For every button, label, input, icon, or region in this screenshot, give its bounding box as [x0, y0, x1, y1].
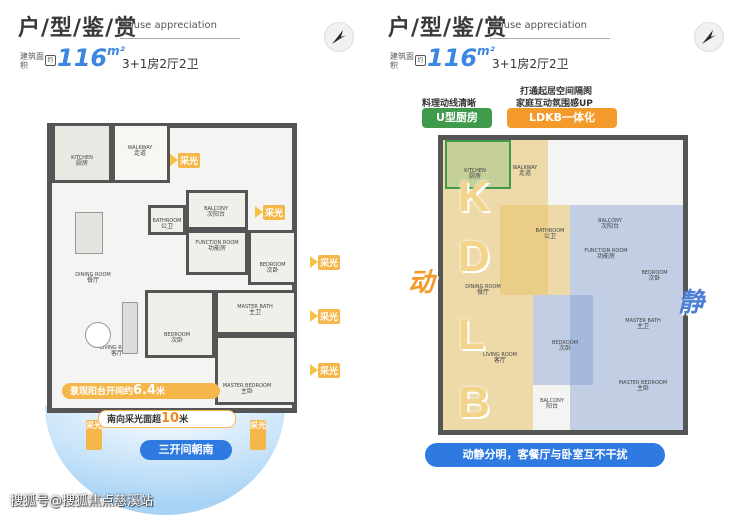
page-title-right: 户/型/鉴/赏 — [388, 16, 508, 41]
sunlight-tag-2: 采光 — [255, 202, 286, 220]
sunlight-tag-4: 采光 — [310, 306, 341, 324]
kitchen-pill: U型厨房 — [422, 108, 492, 128]
right-floorplan-panel: 户/型/鉴/赏 House appreciation 建筑面积 约 116m² … — [370, 0, 740, 519]
approx-icon: 约 — [45, 55, 56, 66]
ldkb-caption-1: 打通起居空间隔阂 — [520, 87, 593, 97]
layout-description-right: 3+1房2厅2卫 — [492, 57, 569, 71]
dynamic-zone-middle — [500, 205, 570, 295]
letter-k: K — [458, 172, 490, 221]
letter-b: B — [458, 378, 490, 427]
left-floorplan-panel: 户/型/鉴/赏 House appreciation 建筑面积 约 116m² … — [18, 16, 354, 515]
area-value-right: 116m² — [427, 44, 495, 72]
kitchen-highlight — [445, 140, 511, 189]
dynamic-zone-bottom — [443, 295, 533, 430]
title-divider — [120, 38, 240, 39]
bedroom3-room — [248, 230, 297, 285]
quiet-zone-label: 静 — [678, 288, 705, 318]
approx-icon-right: 约 — [415, 55, 426, 66]
title-divider-right — [490, 38, 610, 39]
sunlight-tag-6: 采光 — [86, 420, 102, 450]
kitchen-caption: 料理动线清晰 — [422, 99, 477, 109]
sunlight-tag-1: 采光 — [170, 150, 201, 168]
sunlight-tag-7: 采光 — [250, 420, 266, 450]
master-bedroom-room — [215, 335, 297, 405]
sofa-icon — [122, 302, 138, 354]
ldkb-caption-2: 家庭互动氛围感UP — [516, 99, 593, 109]
sunlight-tag-3: 采光 — [310, 252, 341, 270]
quiet-zone-right — [570, 205, 683, 430]
watermark: 搜狐号@搜狐焦点慈溪站 — [10, 494, 154, 509]
dynamic-zone-label: 动 — [408, 268, 435, 298]
ldkb-pill: LDKB一体化 — [507, 108, 617, 128]
master-bath-room — [215, 290, 297, 335]
bedroom2-room — [145, 290, 215, 358]
area-label-right: 建筑面积 — [390, 52, 414, 70]
south-light-banner: 南向采光面超10米 — [98, 410, 236, 428]
zoning-banner: 动静分明，客餐厅与卧室互不干扰 — [425, 443, 665, 467]
walkway-room — [112, 123, 170, 183]
bathroom-room — [148, 205, 186, 235]
quiet-zone-middle — [533, 295, 593, 385]
function-room — [186, 230, 248, 275]
orientation-badge: 三开间朝南 — [140, 440, 232, 460]
page-title: 户/型/鉴/赏 — [18, 16, 138, 41]
south-orientation-arc — [45, 405, 285, 515]
kitchen-room — [52, 123, 112, 183]
brand-logo-icon — [324, 22, 354, 52]
sunlight-tag-5: 采光 — [310, 360, 341, 378]
letter-d: D — [458, 232, 490, 281]
title-english-right: House appreciation — [490, 20, 587, 31]
dining-table-icon — [75, 212, 103, 254]
title-english: House appreciation — [120, 20, 217, 31]
brand-logo-icon-right — [694, 22, 724, 52]
small-balcony-room — [186, 190, 248, 230]
area-value: 116m² — [57, 44, 125, 72]
letter-l: L — [458, 310, 485, 359]
balcony-width-banner: 景观阳台开间约6.4米 — [62, 383, 220, 399]
area-label: 建筑面积 — [20, 52, 44, 70]
round-table-icon — [85, 322, 111, 348]
layout-description: 3+1房2厅2卫 — [122, 57, 199, 71]
